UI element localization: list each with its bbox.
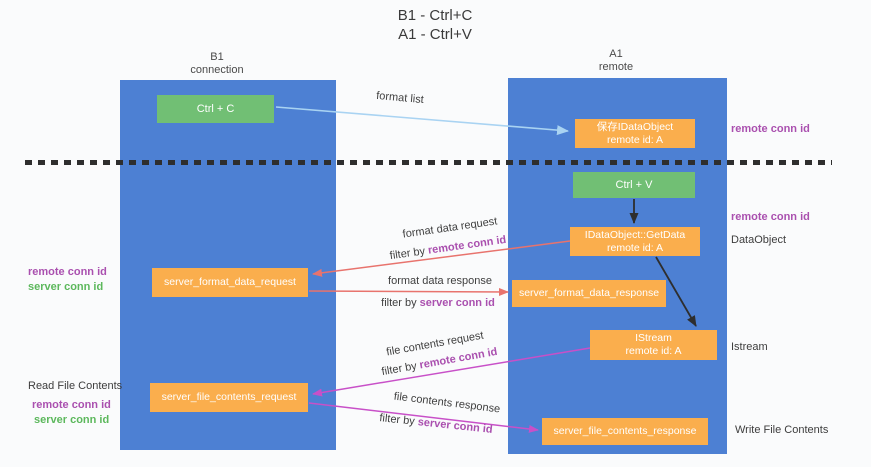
column-b1-name: B1 bbox=[210, 51, 224, 63]
left-server-conn-id-label-2: server conn id bbox=[34, 414, 110, 426]
filter-prefix: filter by bbox=[378, 412, 419, 429]
filter-prefix: filter by bbox=[380, 359, 421, 379]
filter-by-server-conn-id-label-1: filter by server conn id bbox=[378, 297, 498, 309]
server-file-contents-response-box: server_file_contents_response bbox=[542, 418, 708, 445]
title-line-2: A1 - Ctrl+V bbox=[398, 26, 472, 43]
filter-prefix: filter by bbox=[381, 297, 420, 309]
ctrl-v-box: Ctrl + V bbox=[573, 172, 695, 198]
title-line-1: B1 - Ctrl+C bbox=[397, 7, 473, 24]
left-remote-conn-id-label-1: remote conn id bbox=[28, 266, 107, 278]
write-file-contents-label: Write File Contents bbox=[735, 424, 829, 436]
phase-separator-dashed-line bbox=[25, 160, 832, 165]
file-response-label: server_file_contents_response bbox=[553, 425, 697, 437]
left-server-conn-id-label-1: server conn id bbox=[28, 281, 104, 293]
save-idataobject-line1: 保存IDataObject bbox=[596, 120, 674, 133]
format-data-response-label: format data response bbox=[388, 275, 492, 287]
server-file-contents-request-box: server_file_contents_request bbox=[150, 383, 308, 412]
file-request-label: server_file_contents_request bbox=[161, 391, 297, 403]
ctrl-v-label: Ctrl + V bbox=[615, 179, 653, 191]
right-remote-conn-id-label-2: remote conn id bbox=[731, 211, 810, 223]
left-remote-conn-id-label-2: remote conn id bbox=[32, 399, 111, 411]
idataobject-getdata-box: IDataObject::GetData remote id: A bbox=[570, 227, 700, 256]
save-idataobject-line2: remote id: A bbox=[606, 133, 664, 146]
dataobject-label: DataObject bbox=[731, 234, 787, 246]
ctrl-c-label: Ctrl + C bbox=[196, 103, 235, 115]
format-list-label: format list bbox=[375, 89, 425, 107]
arrow-format-data-response bbox=[308, 287, 509, 296]
diagram-title: B1 - Ctrl+C A1 - Ctrl+V bbox=[350, 6, 520, 44]
filter-highlight: remote conn id bbox=[427, 233, 507, 257]
istream-box: IStream remote id: A bbox=[590, 330, 717, 360]
filter-by-server-conn-id-label-2: filter by server conn id bbox=[375, 412, 498, 437]
server-format-data-response-box: server_format_data_response bbox=[512, 280, 666, 307]
server-format-data-request-box: server_format_data_request bbox=[152, 268, 308, 297]
column-a1-subtitle: remote bbox=[598, 61, 634, 73]
column-header-b1: B1 connection bbox=[162, 51, 272, 77]
right-remote-conn-id-label-1: remote conn id bbox=[731, 123, 810, 135]
filter-highlight: server conn id bbox=[419, 297, 495, 309]
istream-line1: IStream bbox=[635, 332, 672, 344]
read-file-contents-label: Read File Contents bbox=[28, 380, 123, 392]
file-contents-response-label: file contents response bbox=[393, 390, 501, 416]
format-response-label: server_format_data_response bbox=[518, 287, 660, 299]
istream-line2: remote id: A bbox=[625, 345, 682, 357]
getdata-line1: IDataObject::GetData bbox=[584, 228, 686, 241]
filter-highlight: server conn id bbox=[417, 416, 494, 436]
column-b1-subtitle: connection bbox=[190, 64, 244, 76]
getdata-line2: remote id: A bbox=[606, 241, 664, 254]
format-request-label: server_format_data_request bbox=[164, 276, 296, 288]
istream-side-label: Istream bbox=[731, 341, 768, 353]
column-header-a1: A1 remote bbox=[561, 48, 671, 74]
column-a1-name: A1 bbox=[609, 48, 623, 60]
filter-prefix: filter by bbox=[389, 244, 429, 263]
save-idataobject-box: 保存IDataObject remote id: A bbox=[575, 119, 695, 148]
ctrl-c-box: Ctrl + C bbox=[157, 95, 274, 123]
